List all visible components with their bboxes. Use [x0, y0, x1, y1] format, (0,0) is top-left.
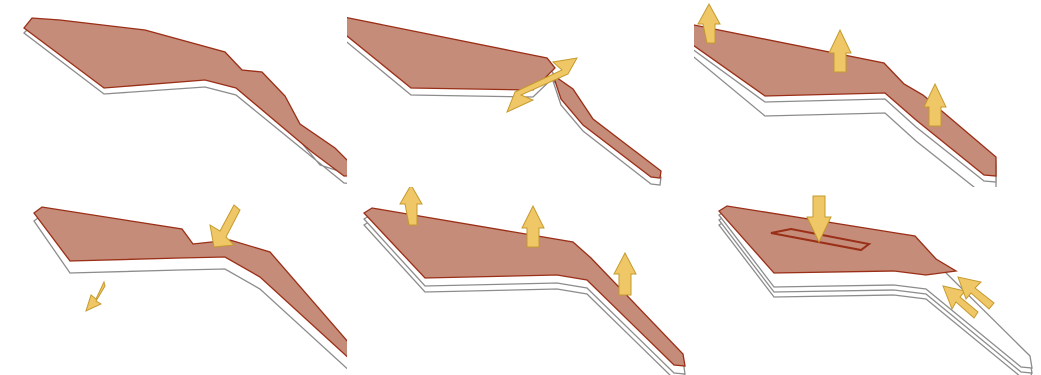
panel-1-diagram: [0, 0, 347, 187]
panel-6-diagram: [694, 187, 1041, 375]
slab-right-piece: [553, 75, 661, 178]
panel-3-lift: [694, 0, 1041, 187]
slab-left-piece: [347, 16, 555, 90]
panel-1-slab: [0, 0, 347, 187]
arrow-diagonal-out-icon: [86, 282, 105, 311]
panel-6-assembly: [694, 187, 1041, 374]
panel-4-diagram: [0, 187, 347, 375]
arrow-diagonal-in-icon: [210, 205, 240, 247]
panel-5-diagram: [347, 187, 694, 375]
panel-2-diagram: [347, 0, 694, 187]
panel-5-stack: [347, 187, 694, 374]
slab-top-layer: [24, 18, 347, 176]
panel-3-diagram: [694, 0, 1041, 187]
panel-4-notch: [0, 187, 347, 374]
panel-2-split: [347, 0, 694, 187]
